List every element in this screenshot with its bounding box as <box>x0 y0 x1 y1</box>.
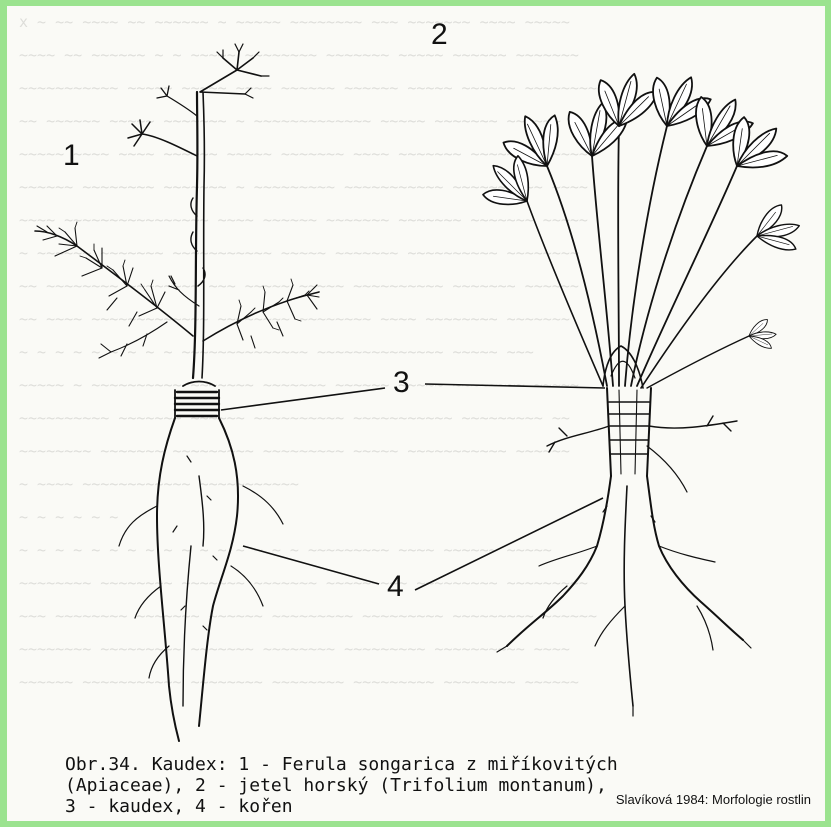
label-root: 4 <box>387 572 404 602</box>
label-plant-2: 2 <box>431 20 448 50</box>
pointer-4-to-plant-2 <box>415 498 603 590</box>
pointer-4-to-plant-1 <box>243 546 379 584</box>
source-credit: Slavíková 1984: Morfologie rostlin <box>614 792 813 807</box>
caption-line-1: Obr.34. Kaudex: 1 - Ferula songarica z m… <box>65 754 815 775</box>
figure-page: x ~ ~~ ~~~~ ~~ ~~~~~~ ~ ~~~~~ ~~~~~~~~ ~… <box>7 6 825 821</box>
label-plant-1: 1 <box>63 141 80 171</box>
pointer-3-to-plant-2 <box>425 384 605 388</box>
figure-caption: Obr.34. Kaudex: 1 - Ferula songarica z m… <box>65 754 815 817</box>
label-caudex: 3 <box>393 368 410 398</box>
pointer-3-to-plant-1 <box>221 388 385 410</box>
caudex-illustration <box>7 6 825 821</box>
pointer-lines <box>221 384 605 590</box>
plant-2-trifolium <box>474 66 806 716</box>
